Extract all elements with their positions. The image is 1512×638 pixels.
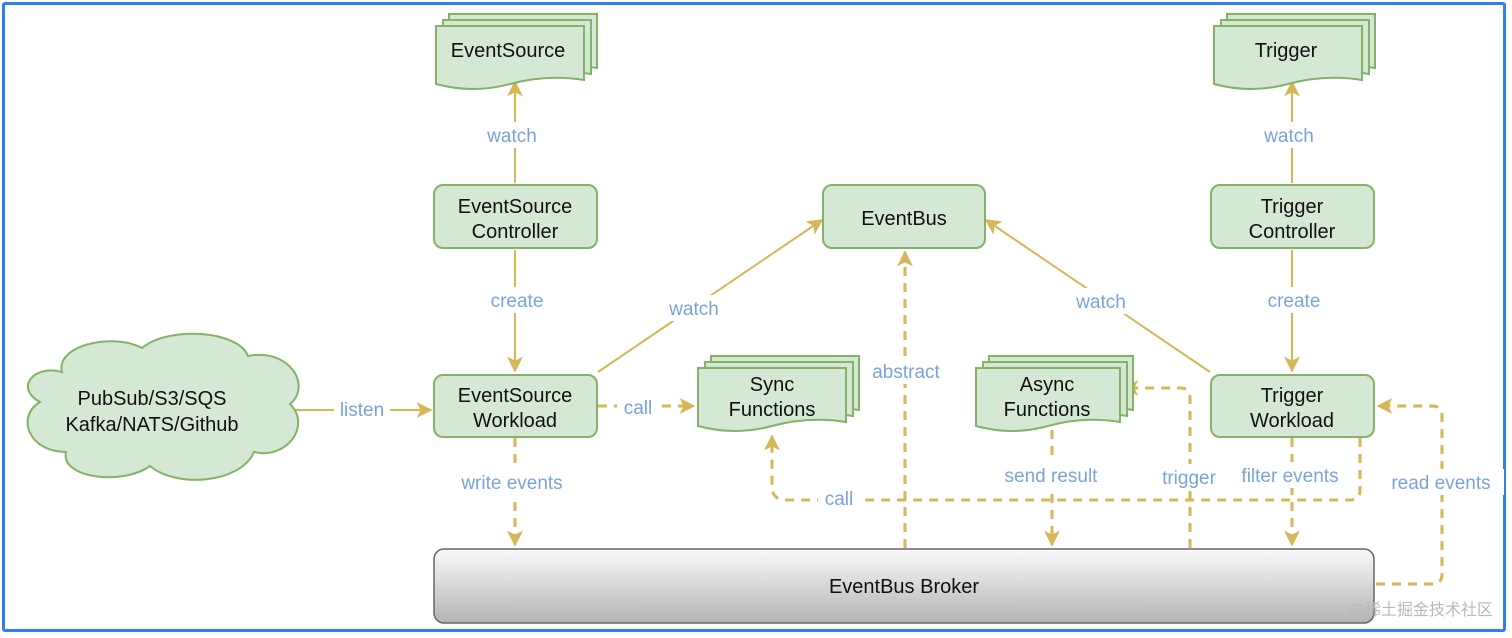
node-async-functions-line2: Functions (1004, 399, 1091, 421)
node-trigger-workload-line2: Workload (1250, 410, 1334, 432)
node-eventbus-broker-label: EventBus Broker (829, 576, 979, 598)
node-sync-functions-line2: Functions (729, 399, 816, 421)
label-watch-trigger: watch (1263, 126, 1314, 147)
label-create-trigger: create (1268, 291, 1321, 312)
label-filter-events: filter events (1241, 466, 1338, 487)
node-external-sources-line1: PubSub/S3/SQS (78, 388, 227, 410)
node-trigger-workload-line1: Trigger (1261, 385, 1324, 407)
edge-trigger (1122, 380, 1192, 548)
node-async-functions: Async Functions (975, 355, 1134, 432)
watermark: @稀土掘金技术社区 (1349, 600, 1493, 619)
label-read-events: read events (1391, 473, 1490, 494)
node-trigger-controller-line1: Trigger (1261, 196, 1324, 218)
node-eventsource-controller-line2: Controller (472, 221, 559, 243)
node-external-sources-line2: Kafka/NATS/Github (65, 414, 238, 436)
node-eventsource-workload-line2: Workload (473, 410, 557, 432)
node-eventsource-workload-line1: EventSource (458, 385, 573, 407)
node-trigger-workload: Trigger Workload (1210, 374, 1375, 438)
node-eventsource-controller: EventSource Controller (433, 184, 598, 249)
node-eventsource-controller-line1: EventSource (458, 196, 573, 218)
label-write-events: write events (460, 473, 562, 494)
node-external-sources-cloud: PubSub/S3/SQS Kafka/NATS/Github (26, 332, 300, 481)
label-create-eventsource: create (491, 291, 544, 312)
node-trigger-crd: Trigger (1213, 13, 1376, 90)
node-eventbus: EventBus (822, 184, 986, 249)
label-send-result: send result (1005, 466, 1099, 487)
label-call-sync: call (624, 398, 653, 419)
label-abstract: abstract (872, 362, 940, 383)
node-eventbus-label: EventBus (861, 208, 947, 230)
node-trigger-crd-label: Trigger (1255, 40, 1318, 62)
node-eventsource-crd: EventSource (435, 13, 598, 90)
label-trigger: trigger (1162, 468, 1217, 489)
node-trigger-controller: Trigger Controller (1210, 184, 1375, 249)
label-watch-eventsource: watch (486, 126, 537, 147)
node-eventbus-broker: EventBus Broker (433, 548, 1375, 624)
edge-labels: watch watch create create watch watch li… (334, 122, 1504, 512)
label-watch-bus-right: watch (1075, 292, 1126, 313)
label-listen: listen (340, 400, 384, 421)
node-async-functions-line1: Async (1020, 374, 1074, 396)
edge-call-bottom (764, 434, 1362, 502)
node-sync-functions: Sync Functions (697, 355, 860, 432)
label-watch-bus-left: watch (668, 299, 719, 320)
node-sync-functions-line1: Sync (750, 374, 794, 396)
label-call-bottom: call (825, 489, 854, 510)
node-eventsource-crd-label: EventSource (451, 40, 566, 62)
node-eventsource-workload: EventSource Workload (433, 374, 598, 438)
node-trigger-controller-line2: Controller (1249, 221, 1336, 243)
